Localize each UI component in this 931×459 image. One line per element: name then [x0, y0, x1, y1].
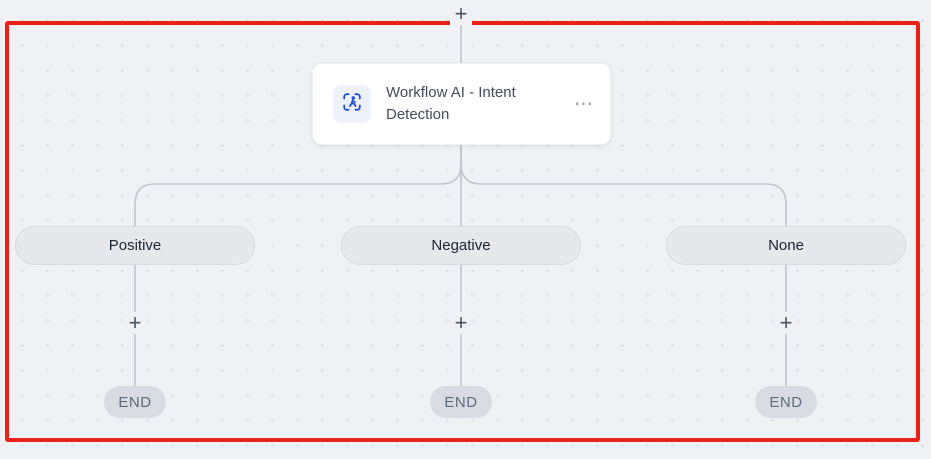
end-node-none[interactable]: END — [755, 386, 817, 418]
branch-label: Positive — [108, 237, 162, 254]
end-node-positive[interactable]: END — [104, 386, 166, 418]
workflow-node-intent-detection[interactable]: Workflow AI - Intent Detection ⋯ — [312, 63, 611, 145]
end-label: END — [444, 393, 478, 411]
branch-label: None — [768, 237, 804, 254]
plus-icon: + — [454, 1, 468, 26]
end-label: END — [769, 393, 803, 411]
more-options-icon: ⋯ — [574, 93, 594, 115]
branch-pill-negative[interactable]: Negative — [341, 226, 581, 265]
intent-detection-icon — [341, 91, 363, 118]
plus-icon: + — [779, 310, 793, 335]
node-menu-button[interactable]: ⋯ — [574, 95, 594, 114]
branch-pill-none[interactable]: None — [666, 226, 906, 265]
add-step-button-positive[interactable]: + — [124, 312, 146, 334]
branch-label: Negative — [431, 237, 491, 254]
add-step-button-negative[interactable]: + — [450, 312, 472, 334]
branch-pill-positive[interactable]: Positive — [15, 226, 255, 265]
add-step-button-top[interactable]: + — [450, 3, 472, 25]
plus-icon: + — [454, 310, 468, 335]
add-step-button-none[interactable]: + — [775, 312, 797, 334]
plus-icon: + — [128, 310, 142, 335]
end-label: END — [118, 393, 152, 411]
end-node-negative[interactable]: END — [430, 386, 492, 418]
node-title: Workflow AI - Intent Detection — [386, 84, 516, 123]
node-icon-container — [333, 85, 371, 123]
